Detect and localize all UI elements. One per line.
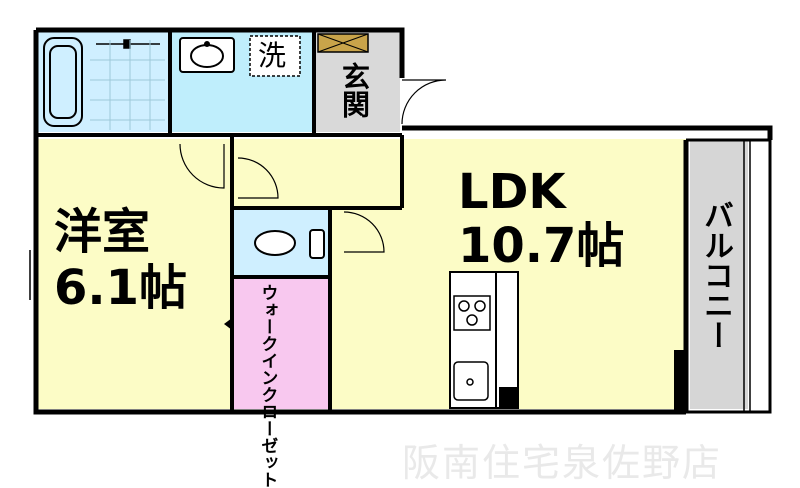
western-room-size: 6.1帖 <box>54 260 188 316</box>
wash-label: 洗 <box>258 39 287 72</box>
balcony-area <box>690 139 748 409</box>
stove-icon <box>453 295 491 331</box>
windows <box>29 140 751 412</box>
ldk-size: 10.7帖 <box>458 218 625 274</box>
shoe-cabinet <box>317 33 369 53</box>
ldk-wall-marker <box>674 350 684 410</box>
door-swings <box>179 79 447 253</box>
bath-floor-tiles <box>90 40 165 130</box>
sink-icon <box>179 37 235 73</box>
walls <box>33 27 773 415</box>
washing-machine-area <box>249 35 301 77</box>
western-room-area <box>38 139 231 409</box>
entrance-label: 玄関 <box>338 62 371 118</box>
closet-label: ウォークインクローゼット <box>257 284 278 488</box>
balcony-label: バルコニー <box>698 200 733 350</box>
toilet-icon <box>254 229 325 259</box>
western-room-name: 洋室 <box>54 204 151 260</box>
bathroom-area <box>38 32 168 132</box>
watermark: 阪南住宅泉佐野店 <box>402 441 723 485</box>
closet-area <box>234 279 330 409</box>
closet-door-marker <box>224 318 232 330</box>
ldk-name: LDK <box>458 164 566 220</box>
kitchen-sink-icon <box>453 361 489 401</box>
bathtub-icon <box>43 37 83 127</box>
